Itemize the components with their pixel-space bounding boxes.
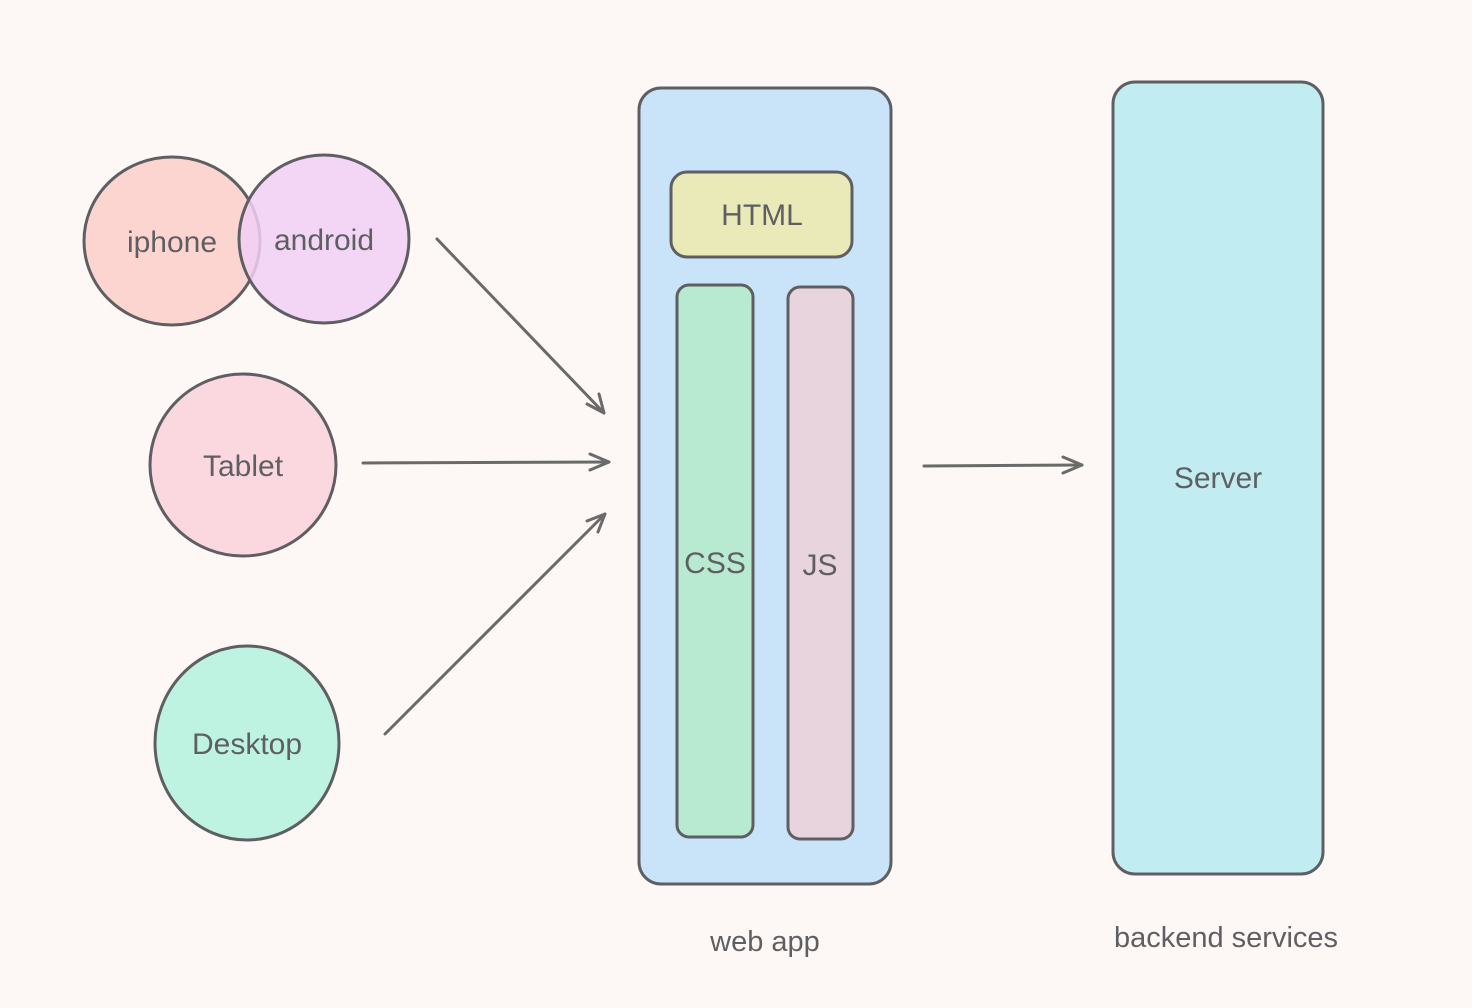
server-box xyxy=(1111,80,1325,876)
client-desktop: Desktop xyxy=(153,644,341,842)
js-block: JS xyxy=(786,285,855,841)
web-app-caption: web app xyxy=(709,926,820,958)
html-block: HTML xyxy=(669,170,854,259)
html-label: HTML xyxy=(721,199,803,232)
arrow-webapp-to-server xyxy=(922,455,1084,475)
client-tablet: Tablet xyxy=(148,372,338,558)
iphone-label: iphone xyxy=(127,226,217,259)
js-box xyxy=(786,285,855,841)
android-label: android xyxy=(274,224,374,257)
arrow-mobile-to-webapp xyxy=(435,237,606,415)
android-circle xyxy=(237,153,411,325)
html-box xyxy=(669,170,854,259)
backend-caption: backend services xyxy=(1114,922,1338,954)
arrow-tablet-to-webapp xyxy=(361,452,611,472)
server-label: Server xyxy=(1174,462,1262,495)
tablet-label: Tablet xyxy=(203,450,284,483)
css-block: CSS xyxy=(675,283,755,839)
css-box xyxy=(675,283,755,839)
desktop-circle xyxy=(153,644,341,842)
server-block: Server xyxy=(1111,80,1325,876)
web-app-container: HTML CSS JS xyxy=(637,86,893,886)
client-android xyxy=(237,153,411,325)
arrow-desktop-to-webapp xyxy=(383,512,607,736)
tablet-circle xyxy=(148,372,338,558)
js-label: JS xyxy=(802,549,837,582)
css-label: CSS xyxy=(684,547,746,580)
desktop-label: Desktop xyxy=(192,728,302,761)
